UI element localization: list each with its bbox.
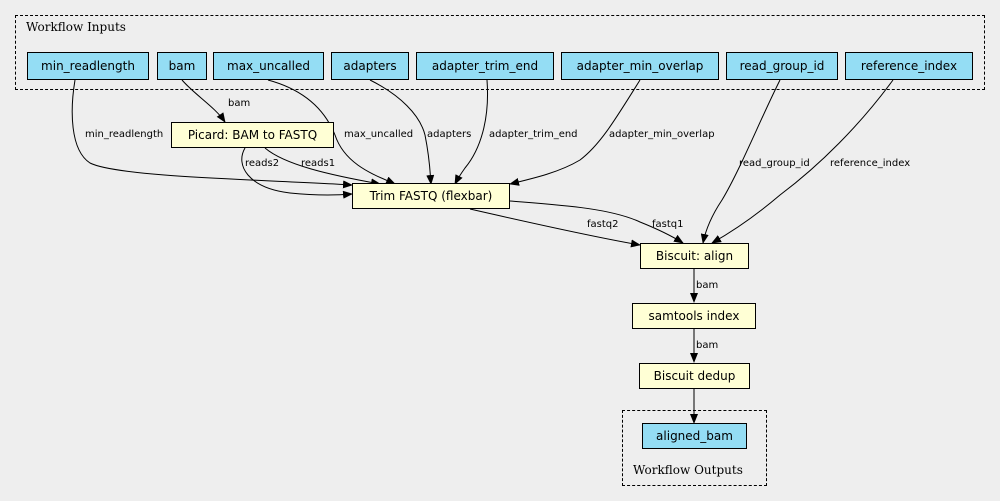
edge-label-read-group-id: read_group_id xyxy=(739,158,810,169)
output-aligned-bam[interactable]: aligned_bam xyxy=(642,423,747,449)
workflow-outputs-label: Workflow Outputs xyxy=(633,463,743,477)
step-biscuit-dedup[interactable]: Biscuit dedup xyxy=(639,363,750,389)
edge-adapter-min-overlap-flexbar xyxy=(509,79,641,186)
edge-label-min-readlength: min_readlength xyxy=(85,129,164,140)
edge-reads1-flexbar xyxy=(264,147,381,187)
edge-label-bam-index: bam xyxy=(696,280,719,291)
edge-fastq2-align xyxy=(469,208,641,248)
step-samtools-index[interactable]: samtools index xyxy=(632,303,756,329)
edge-label-bam-dedup: bam xyxy=(696,340,719,351)
input-adapter-min-overlap[interactable]: adapter_min_overlap xyxy=(561,52,719,80)
edge-label-bam-picard: bam xyxy=(228,98,251,109)
input-read-group-id[interactable]: read_group_id xyxy=(726,52,838,80)
edge-label-max-uncalled: max_uncalled xyxy=(344,129,414,140)
edge-label-reads2: reads2 xyxy=(245,158,280,169)
input-adapter-trim-end[interactable]: adapter_trim_end xyxy=(416,52,554,80)
edge-min-readlength-flexbar xyxy=(71,79,353,189)
step-biscuit-align[interactable]: Biscuit: align xyxy=(640,243,749,269)
edge-fastq1-align xyxy=(509,200,684,244)
edge-label-adapter-trim-end: adapter_trim_end xyxy=(489,129,578,140)
input-reference-index[interactable]: reference_index xyxy=(845,52,973,80)
input-max-uncalled[interactable]: max_uncalled xyxy=(213,52,324,80)
edge-adapters-flexbar xyxy=(369,79,435,185)
input-bam[interactable]: bam xyxy=(157,52,207,80)
edge-label-fastq1: fastq1 xyxy=(652,219,684,230)
workflow-inputs-cluster xyxy=(15,15,985,90)
edge-label-reads1: reads1 xyxy=(301,158,336,169)
edge-reference-index-align xyxy=(711,79,894,244)
input-min-readlength[interactable]: min_readlength xyxy=(27,52,149,80)
edge-label-reference-index: reference_index xyxy=(830,158,911,169)
edge-reads2-flexbar xyxy=(241,147,353,199)
edge-read-group-id-align xyxy=(700,79,781,244)
edge-label-adapters: adapters xyxy=(427,129,472,140)
edge-max-uncalled-flexbar xyxy=(267,79,396,185)
step-picard-bam-to-fastq[interactable]: Picard: BAM to FASTQ xyxy=(171,122,334,148)
edge-adapter-trim-end-flexbar xyxy=(454,79,489,185)
input-adapters[interactable]: adapters xyxy=(331,52,409,80)
workflow-inputs-label: Workflow Inputs xyxy=(26,20,126,34)
edge-label-fastq2: fastq2 xyxy=(587,219,619,230)
step-trim-fastq-flexbar[interactable]: Trim FASTQ (flexbar) xyxy=(352,183,510,209)
edge-bam-picard xyxy=(181,79,226,123)
edge-label-adapter-min-overlap: adapter_min_overlap xyxy=(609,129,715,140)
